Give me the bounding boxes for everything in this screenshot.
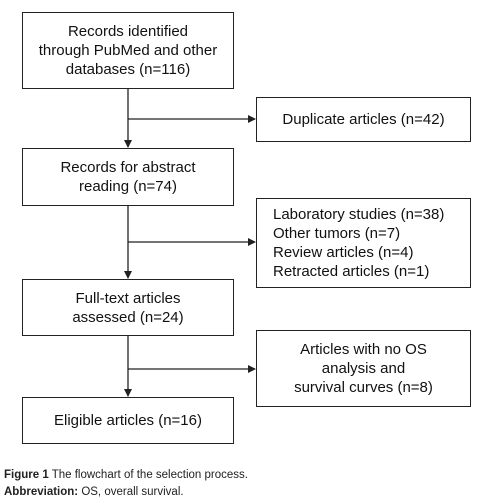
no-os-analysis-box: Articles with no OS analysis and surviva… <box>256 330 471 407</box>
box-line: analysis and <box>321 360 406 377</box>
box-line: Full-text articles <box>75 289 181 307</box>
box-line: Duplicate articles (n=42) <box>282 111 445 128</box>
abbreviation-label: Abbreviation: <box>4 486 79 498</box>
box-line: databases (n=116) <box>65 61 191 78</box>
box-line: Eligible articles (n=16) <box>54 412 202 429</box>
figure-caption: Figure 1 The flowchart of the selection … <box>4 468 248 482</box>
records-identified-box: Records identified through PubMed and ot… <box>22 12 234 89</box>
duplicate-articles-box: Duplicate articles (n=42) <box>256 97 471 142</box>
box-line: Records for abstract <box>60 159 196 176</box>
abbreviation-text: OS, overall survival. <box>78 486 184 498</box>
box-line: through PubMed and other <box>38 42 218 59</box>
box-line: assessed (n=24) <box>72 308 184 326</box>
abstract-reading-box: Records for abstract reading (n=74) <box>22 148 234 206</box>
box-line: survival curves (n=8) <box>294 379 433 396</box>
figure-caption-text: The flowchart of the selection process. <box>48 469 248 481</box>
eligible-articles-box: Eligible articles (n=16) <box>22 397 234 444</box>
box-line: Records identified <box>67 23 189 40</box>
box-line: Articles with no OS <box>300 341 427 358</box>
abbreviation-note: Abbreviation: OS, overall survival. <box>4 485 184 499</box>
full-text-assessed-box: Full-text articles assessed (n=24) <box>22 279 234 336</box>
box-line: reading (n=74) <box>79 178 177 195</box>
box-line: Retracted articles (n=1) <box>273 263 430 280</box>
figure-label: Figure 1 <box>4 469 49 481</box>
excluded-articles-box: Laboratory studies (n=38) Other tumors (… <box>256 198 471 288</box>
box-line: Laboratory studies (n=38) <box>273 206 445 223</box>
box-line: Other tumors (n=7) <box>273 225 401 242</box>
box-line: Review articles (n=4) <box>273 244 414 261</box>
